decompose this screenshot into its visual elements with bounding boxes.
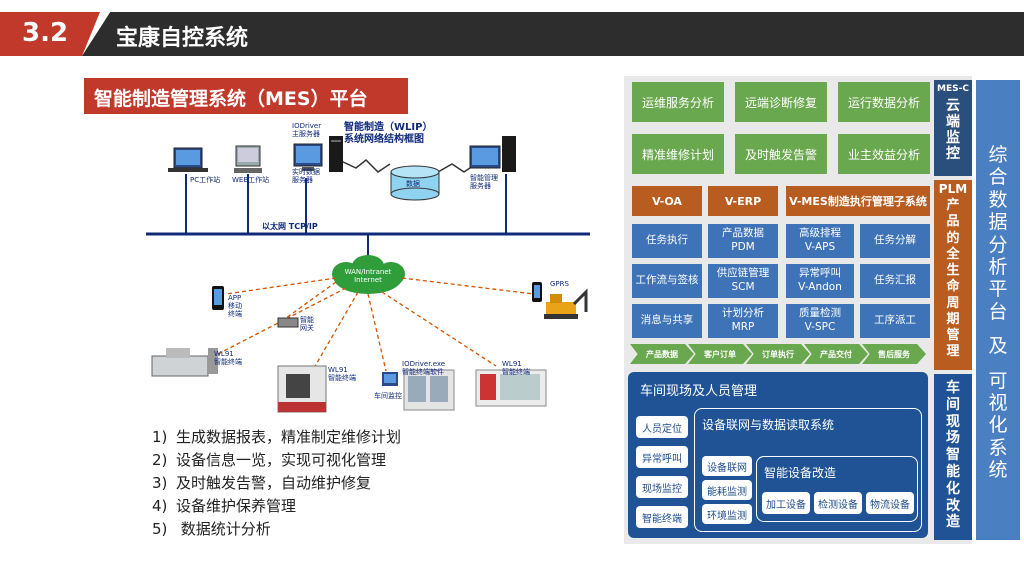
mobile-phone-icon — [212, 286, 224, 310]
retrofit-title: 智能设备改造 — [764, 466, 837, 480]
service-tile: 及时触发告警 — [735, 134, 827, 174]
flow-arrow: 产品数据 — [630, 344, 694, 364]
realtime-server-label: 实时数据 服务器 — [292, 168, 320, 185]
diagram-title: 智能制造（WLIP） 系统网络结构框图 — [344, 122, 433, 145]
pc-station-icon — [168, 147, 208, 172]
people-tile: 现场监控 — [636, 476, 688, 498]
module-tile: 消息与共享 — [632, 304, 702, 338]
list-item: 2)设备信息一览，实现可视化管理 — [152, 451, 387, 469]
database-label: 数据 — [406, 180, 420, 188]
terminal-1-label: WL91 智能终端 — [214, 350, 242, 367]
system-mes: V-MES制造执行管理子系统 — [786, 186, 930, 216]
retrofit-tile: 物流设备 — [866, 492, 914, 514]
workshop-column: 车 间 现 场 智 能 化 改 造 — [934, 374, 972, 540]
dashed-links — [217, 277, 535, 372]
people-tile: 人员定位 — [636, 416, 688, 438]
iot-title: 设备联网与数据读取系统 — [702, 418, 835, 432]
header-bar: 宝康自控系统 — [82, 12, 1024, 56]
main-server-label: IODriver 主服务器 — [292, 122, 322, 139]
mes-c-column: MES-C 云 端 监 控 — [934, 80, 972, 176]
retrofit-tile: 加工设备 — [762, 492, 810, 514]
section-number: 3.2 — [22, 18, 69, 48]
network-diagram: 智能制造（WLIP） 系统网络结构框图 IODriver 主服务器 实时数据 服… — [146, 116, 590, 416]
module-tile: 工作流与签核 — [632, 264, 702, 298]
retrofit-frame — [756, 456, 918, 522]
web-station-label: WEB工作站 — [232, 176, 270, 184]
list-item: 5) 数据统计分析 — [152, 520, 271, 538]
cloud-label: WAN/Intranet Internet — [344, 268, 392, 285]
workshop-monitor-icon — [382, 369, 455, 411]
section-number-badge: 3.2 — [0, 12, 100, 56]
gateway-icon — [277, 317, 299, 328]
flow-arrow: 客户订单 — [688, 344, 752, 364]
web-station-icon — [234, 145, 262, 173]
plm-column: PLM 产 品 的 全 生 命 周 期 管 理 — [934, 180, 972, 370]
service-tile: 精准维修计划 — [632, 134, 724, 174]
terminal-2-label: WL91 智能终端 — [328, 366, 356, 383]
machine-3-icon — [475, 369, 547, 407]
benefit-list: 1)生成数据报表，精准制定维修计划 2)设备信息一览，实现可视化管理 3)及时触… — [152, 426, 572, 541]
module-tile: 任务汇报 — [860, 264, 930, 298]
retrofit-tile: 检测设备 — [814, 492, 862, 514]
shop-floor-panel: 车间现场及人员管理 人员定位 异常呼叫 现场监控 智能终端 设备联网与数据读取系… — [628, 372, 928, 538]
list-item: 4)设备维护保养管理 — [152, 497, 297, 515]
iot-frame — [694, 408, 922, 532]
flow-arrow: 产品交付 — [804, 344, 868, 364]
gprs-label: GPRS — [550, 280, 569, 288]
module-tile: 工序派工 — [860, 304, 930, 338]
realtime-server-icon — [293, 143, 323, 171]
database-icon — [390, 165, 440, 201]
gateway-label: 智能 网关 — [300, 316, 314, 333]
flow-arrow: 售后服务 — [862, 344, 926, 364]
platform-column: 综 合 数 据 分 析 平 台 及 可 视 化 系 统 — [976, 80, 1020, 540]
excavator-icon — [544, 288, 588, 319]
module-tile: 任务执行 — [632, 224, 702, 258]
system-oa: V-OA — [632, 186, 702, 216]
ethernet-label: 以太网 TCP/IP — [262, 222, 318, 231]
mgmt-server-icon — [469, 136, 516, 172]
architecture-diagram: 运维服务分析 远端诊断修复 运行数据分析 精准维修计划 及时触发告警 业主效益分… — [624, 76, 972, 544]
software-label: IODriver.exe 智能终端软件 — [402, 360, 446, 377]
system-erp: V-ERP — [708, 186, 778, 216]
iot-tile: 环境监测 — [702, 504, 752, 524]
service-tile: 远端诊断修复 — [735, 82, 827, 122]
main-server-icon — [329, 136, 343, 172]
iot-tile: 设备联网 — [702, 456, 752, 476]
cloud-icon — [332, 255, 405, 294]
terminal-3-label: WL91 智能终端 — [502, 360, 530, 377]
shop-floor-title: 车间现场及人员管理 — [640, 384, 758, 399]
subtitle-banner: 智能制造管理系统（MES）平台 — [84, 78, 408, 114]
service-tile: 运行数据分析 — [838, 82, 930, 122]
module-tile: 任务分解 — [860, 224, 930, 258]
list-item: 1)生成数据报表，精准制定维修计划 — [152, 428, 402, 446]
flow-arrow-row: 产品数据 客户订单 订单执行 产品交付 售后服务 — [630, 344, 928, 364]
list-item: 3)及时触发告警，自动维护修复 — [152, 474, 372, 492]
page-title: 宝康自控系统 — [116, 26, 249, 51]
network-diagram-graphics — [146, 136, 590, 413]
workshop-monitor-label: 车间监控 — [374, 392, 402, 400]
app-label: APP 移动 终端 — [228, 294, 242, 319]
people-tile: 智能终端 — [636, 506, 688, 528]
gprs-phone-icon — [532, 282, 542, 302]
machine-2-icon — [277, 365, 327, 413]
pc-station-label: PC工作站 — [190, 176, 221, 184]
flow-arrow: 订单执行 — [746, 344, 810, 364]
machine-1-icon — [151, 348, 218, 377]
service-tile: 运维服务分析 — [632, 82, 724, 122]
mgmt-server-label: 智能管理 服务器 — [470, 174, 498, 191]
people-tile: 异常呼叫 — [636, 446, 688, 468]
service-tile: 业主效益分析 — [838, 134, 930, 174]
iot-tile: 能耗监测 — [702, 480, 752, 500]
